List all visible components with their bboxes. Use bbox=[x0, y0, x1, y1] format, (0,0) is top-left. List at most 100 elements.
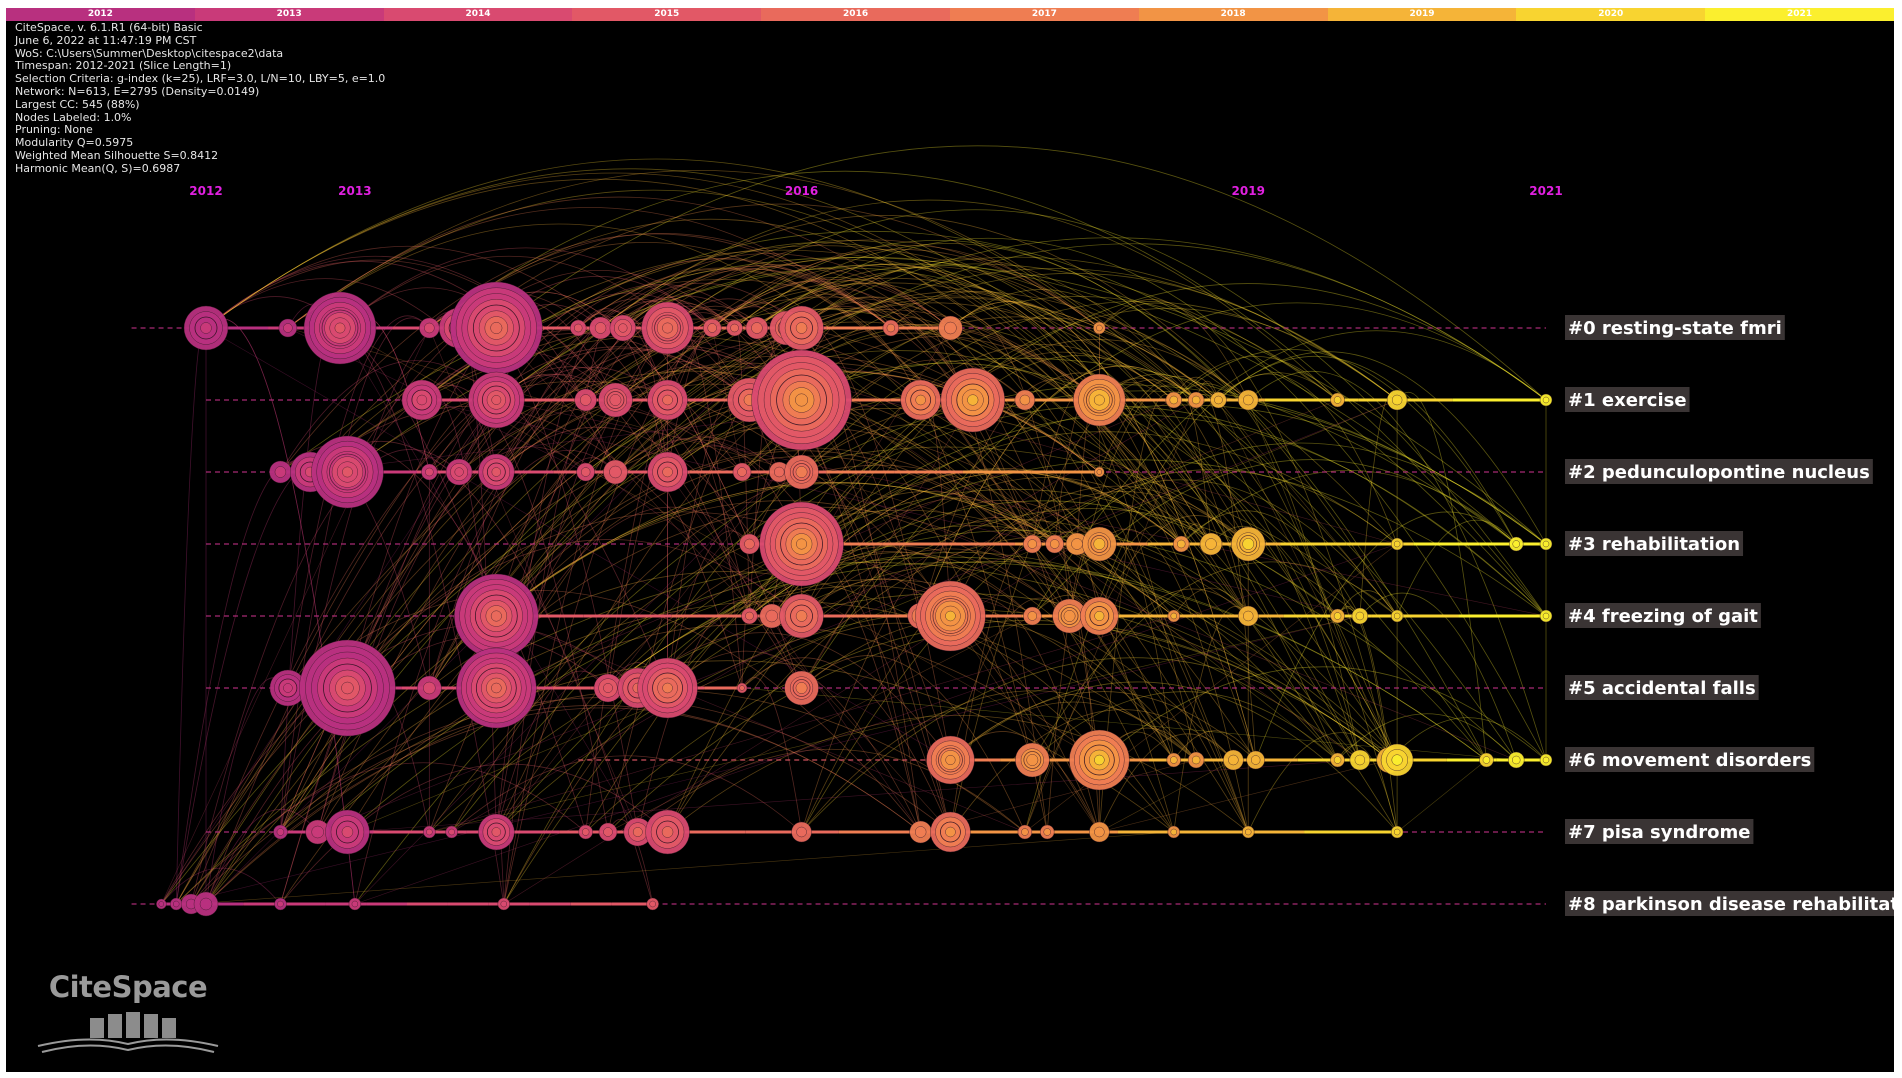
citation-arc bbox=[347, 270, 735, 473]
citespace-logo: CiteSpace bbox=[28, 970, 228, 1060]
citation-arc bbox=[950, 709, 1234, 833]
reference-node bbox=[303, 291, 377, 365]
citation-arc bbox=[711, 277, 1249, 833]
reference-node bbox=[646, 897, 659, 911]
node-ring bbox=[945, 826, 956, 838]
node-ring bbox=[426, 828, 433, 836]
citation-arc bbox=[190, 263, 1338, 905]
citation-arc bbox=[711, 265, 1182, 545]
citation-arc bbox=[1099, 373, 1398, 833]
citation-arc bbox=[801, 548, 1100, 617]
node-ring bbox=[1049, 539, 1060, 549]
citation-arc bbox=[667, 477, 1212, 833]
citation-arc bbox=[429, 592, 1390, 833]
book-icon bbox=[37, 1012, 219, 1053]
citation-link bbox=[287, 327, 1055, 545]
reference-node bbox=[1073, 373, 1126, 427]
citation-link bbox=[354, 543, 1398, 905]
citation-arc bbox=[496, 500, 1070, 617]
citation-arc bbox=[205, 178, 1212, 545]
citation-arc bbox=[495, 282, 802, 473]
citation-arc bbox=[1024, 372, 1338, 833]
cluster-label-background bbox=[1565, 315, 1785, 340]
citation-arc bbox=[667, 416, 1175, 833]
citation-arc bbox=[1337, 744, 1398, 833]
cluster-label: #2 pedunculopontine nucleus bbox=[1568, 462, 1870, 483]
citation-arc bbox=[972, 355, 1398, 761]
citation-arc bbox=[622, 240, 1398, 761]
reference-node bbox=[1065, 532, 1089, 556]
reference-node bbox=[1015, 742, 1050, 778]
node-inner-ring bbox=[474, 594, 518, 638]
citation-arc bbox=[175, 697, 951, 905]
citation-arc bbox=[280, 267, 892, 833]
reference-node bbox=[1093, 321, 1106, 335]
reference-node bbox=[1017, 824, 1033, 840]
citation-arc bbox=[801, 283, 1547, 545]
reference-node bbox=[739, 533, 760, 555]
citation-arc bbox=[1098, 525, 1182, 617]
citation-arc bbox=[309, 405, 802, 689]
citation-arc bbox=[741, 657, 951, 833]
node-ring bbox=[662, 322, 673, 334]
node-ring bbox=[1094, 754, 1105, 766]
node-ring bbox=[1512, 540, 1520, 548]
citation-arc bbox=[496, 267, 1517, 761]
citation-arc bbox=[280, 600, 1197, 833]
node-ring bbox=[1169, 395, 1178, 405]
node-ring bbox=[795, 682, 808, 694]
node-ring bbox=[490, 322, 503, 334]
node-ring bbox=[274, 466, 287, 478]
node-ring bbox=[341, 681, 354, 695]
node-inner-ring bbox=[1083, 744, 1115, 776]
citation-arc bbox=[615, 302, 1175, 473]
citation-arc bbox=[801, 258, 1197, 401]
node-ring bbox=[915, 394, 926, 406]
node-ring bbox=[662, 682, 673, 694]
node-inner-ring bbox=[780, 522, 823, 566]
citation-arc bbox=[428, 249, 1100, 689]
cluster-label: #8 parkinson disease rehabilitation bbox=[1568, 894, 1894, 915]
node-inner-ring bbox=[654, 314, 681, 342]
citation-arc bbox=[317, 623, 1100, 833]
node-ring bbox=[774, 466, 785, 478]
citation-arc bbox=[637, 748, 1026, 833]
reference-node bbox=[784, 670, 819, 706]
citation-arc bbox=[1180, 470, 1517, 545]
citation-arc bbox=[1337, 713, 1517, 761]
reference-node bbox=[1173, 535, 1190, 553]
node-ring bbox=[609, 394, 622, 406]
reference-node bbox=[1082, 526, 1117, 562]
reference-node bbox=[1380, 743, 1414, 777]
citation-arc bbox=[756, 267, 1338, 761]
reference-node bbox=[784, 454, 819, 490]
citation-arc bbox=[667, 560, 1398, 761]
info-line: Network: N=613, E=2795 (Density=0.0149) bbox=[15, 84, 260, 98]
node-inner-ring bbox=[278, 678, 298, 698]
citation-arc bbox=[950, 301, 1257, 761]
node-ring bbox=[796, 538, 808, 550]
reference-node bbox=[1040, 824, 1055, 840]
node-inner-ring bbox=[910, 389, 932, 411]
reference-node bbox=[1539, 537, 1553, 551]
info-line: Largest CC: 545 (88%) bbox=[15, 97, 140, 111]
reference-node bbox=[1386, 389, 1408, 411]
citation-arc bbox=[1359, 592, 1517, 761]
citation-arc bbox=[287, 223, 1175, 761]
reference-node bbox=[445, 825, 458, 839]
node-ring bbox=[1245, 828, 1252, 836]
node-ring bbox=[730, 323, 739, 333]
citation-arc bbox=[1031, 561, 1398, 761]
node-ring bbox=[1191, 395, 1201, 405]
info-line: Harmonic Mean(Q, S)=0.6987 bbox=[15, 161, 181, 175]
citation-link bbox=[622, 327, 1398, 545]
node-ring bbox=[1242, 538, 1255, 550]
node-ring bbox=[662, 394, 673, 406]
node-inner-ring bbox=[1239, 535, 1258, 553]
node-ring bbox=[795, 466, 808, 478]
node-ring bbox=[1243, 610, 1254, 622]
reference-node bbox=[637, 657, 698, 719]
node-ring bbox=[311, 825, 324, 839]
citation-link bbox=[607, 615, 1033, 833]
node-ring bbox=[351, 900, 359, 908]
